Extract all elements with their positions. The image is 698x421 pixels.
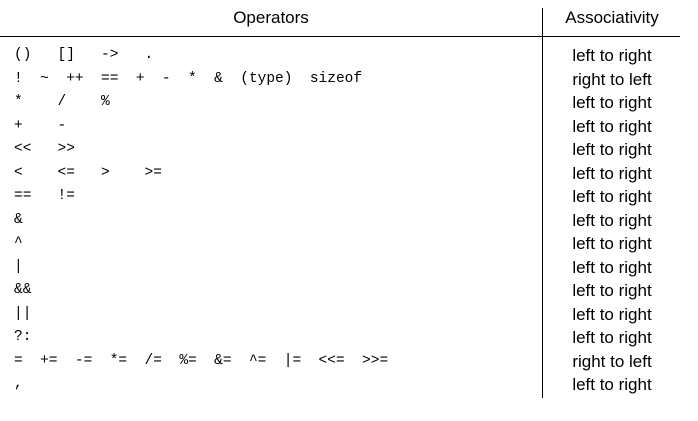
- table-row: ?: left to right: [0, 326, 680, 350]
- associativity-cell: left to right: [572, 257, 652, 277]
- associativity-cell: left to right: [572, 163, 652, 183]
- associativity-column-header: Associativity: [565, 8, 659, 27]
- associativity-cell: right to left: [572, 69, 652, 89]
- header-rule: [0, 36, 680, 37]
- associativity-cell: left to right: [572, 210, 652, 230]
- associativity-cell: left to right: [572, 234, 652, 253]
- operators-cell: ?:: [14, 329, 32, 345]
- operators-cell: * / %: [14, 94, 110, 110]
- table-row: = += -= *= /= %= &= ^= |= <<= >>= right t…: [0, 350, 680, 374]
- table-row: () [] -> . left to right: [0, 44, 680, 68]
- table-row: , left to right: [0, 373, 680, 397]
- table-row: ^ left to right: [0, 232, 680, 256]
- operators-column-header: Operators: [233, 8, 309, 27]
- table-row: << >> left to right: [0, 138, 680, 162]
- table-row: < <= > >= left to right: [0, 162, 680, 186]
- operators-cell: == !=: [14, 188, 75, 204]
- operators-cell: ! ~ ++ == + - * & (type) sizeof: [14, 70, 363, 87]
- associativity-cell: left to right: [572, 375, 652, 394]
- associativity-cell: left to right: [572, 46, 652, 65]
- operators-cell: = += -= *= /= %= &= ^= |= <<= >>=: [14, 352, 389, 369]
- operators-cell: &: [14, 211, 23, 228]
- operators-cell: << >>: [14, 141, 75, 157]
- operators-cell: () [] -> .: [14, 47, 154, 63]
- associativity-cell: left to right: [572, 140, 652, 159]
- associativity-cell: left to right: [572, 328, 652, 347]
- operators-cell: + -: [14, 117, 67, 134]
- associativity-cell: left to right: [572, 93, 652, 112]
- associativity-cell: right to left: [572, 351, 652, 371]
- operators-cell: &&: [14, 282, 32, 298]
- operators-cell: ,: [14, 376, 23, 392]
- operators-cell: |: [14, 258, 23, 275]
- associativity-cell: left to right: [572, 187, 652, 206]
- associativity-cell: left to right: [572, 116, 652, 136]
- table-row: && left to right: [0, 279, 680, 303]
- table-row: & left to right: [0, 209, 680, 233]
- table-row: || left to right: [0, 303, 680, 327]
- associativity-cell: left to right: [572, 304, 652, 324]
- table-row: == != left to right: [0, 185, 680, 209]
- operators-cell: ||: [14, 305, 32, 322]
- table-row: | left to right: [0, 256, 680, 280]
- table-row: * / % left to right: [0, 91, 680, 115]
- operators-cell: ^: [14, 235, 23, 251]
- operators-cell: < <= > >=: [14, 164, 162, 181]
- table-row: ! ~ ++ == + - * & (type) sizeof right to …: [0, 68, 680, 92]
- associativity-cell: left to right: [572, 281, 652, 300]
- table-row: + - left to right: [0, 115, 680, 139]
- column-divider: [542, 8, 543, 398]
- table-body: () [] -> . left to right ! ~ ++ == + - * …: [0, 44, 680, 397]
